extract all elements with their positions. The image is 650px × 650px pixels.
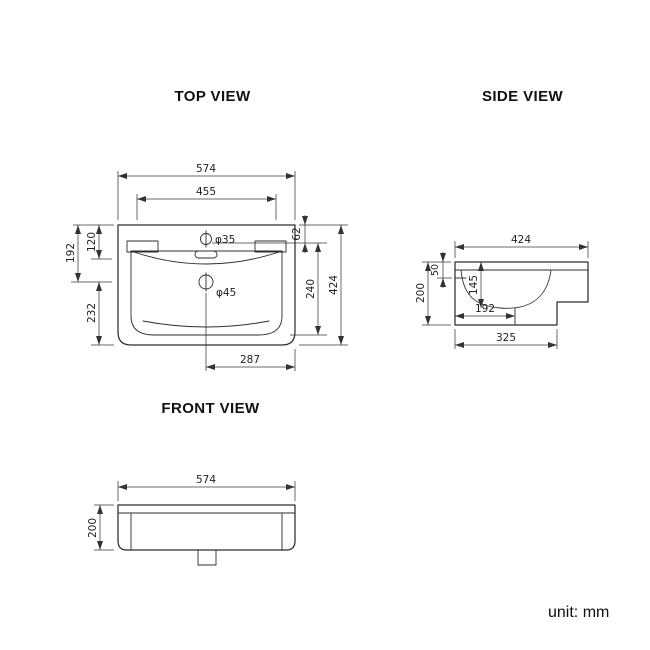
side-view-drawing [454, 261, 589, 326]
bowl-rim-curve [130, 250, 283, 265]
dim-side-height: 200 [415, 283, 427, 303]
dim-side-overall-depth: 424 [511, 234, 531, 246]
deck-right [254, 240, 287, 253]
dim-side-rim-thickness: 50 [430, 264, 441, 276]
unit-label: unit: mm [548, 604, 610, 621]
dim-top-overall-depth: 424 [328, 275, 340, 295]
side-profile-outline [454, 261, 589, 326]
dim-top-inner-width: 455 [196, 186, 216, 198]
side-view-dimensions: 424 200 50 145 192 325 [415, 234, 589, 349]
dim-top-faucet-offset: 62 [291, 227, 303, 240]
front-outline [117, 504, 296, 551]
dim-side-drain-offset: 192 [475, 303, 495, 315]
dim-top-overall-width: 574 [196, 163, 216, 175]
front-drain-stub [197, 549, 217, 566]
front-extension-lines [94, 481, 296, 551]
dim-top-back-inner-depth: 120 [86, 232, 98, 252]
front-view-title: FRONT VIEW [161, 400, 260, 417]
front-view-drawing [117, 504, 296, 566]
deck-left [126, 240, 159, 253]
overflow-slot [194, 250, 218, 259]
dim-front-height: 200 [87, 518, 99, 538]
dim-front-overall-width: 574 [196, 474, 216, 486]
top-view-title: TOP VIEW [174, 88, 251, 105]
dim-side-bowl-inner-depth: 145 [468, 275, 480, 295]
dim-top-half-width: 287 [240, 354, 260, 366]
front-view-dimensions: 574 200 [87, 474, 296, 551]
top-view-dimensions: 574 455 62 240 424 120 192 232 287 φ35 φ… [65, 163, 348, 371]
drain-hole-label: φ45 [216, 287, 236, 299]
faucet-hole-label: φ35 [215, 234, 235, 246]
dim-side-base-depth: 325 [496, 332, 516, 344]
side-view-title: SIDE VIEW [481, 88, 564, 105]
top-extension-lines [71, 171, 348, 371]
bowl-outline [130, 250, 283, 336]
dim-top-front-depth: 232 [86, 303, 98, 323]
side-bowl-section [460, 269, 552, 309]
dim-top-back-depth: 192 [65, 243, 77, 263]
dim-top-bowl-depth: 240 [305, 279, 317, 299]
